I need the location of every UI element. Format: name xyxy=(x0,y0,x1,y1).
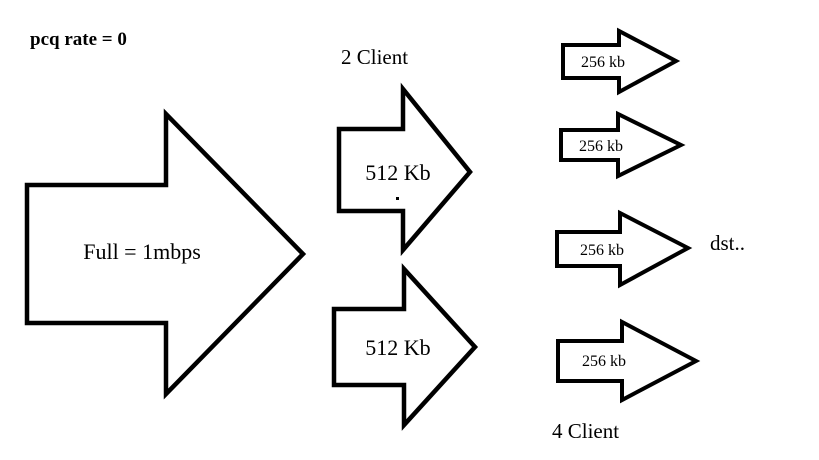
destination-label: dst.. xyxy=(710,231,745,255)
client-512kb-arrow-1[interactable] xyxy=(336,82,473,257)
client-256kb-arrow-4[interactable] xyxy=(556,318,701,404)
client-256kb-arrow-3-label: 256 kb xyxy=(580,242,624,259)
client-512kb-arrow-2-label: 512 Kb xyxy=(365,335,430,360)
client-256kb-arrow-2-group[interactable]: 256 kb xyxy=(559,110,686,180)
client-256kb-arrow-1-label: 256 kb xyxy=(581,54,625,71)
two-client-label: 2 Client xyxy=(341,45,408,69)
client-256kb-arrow-1[interactable] xyxy=(561,27,681,96)
full-bandwidth-arrow-label: Full = 1mbps xyxy=(83,239,201,264)
client-256kb-arrow-2[interactable] xyxy=(559,110,686,180)
client-512kb-arrow-1-group[interactable]: 512 Kb xyxy=(336,82,473,257)
client-256kb-arrow-1-group[interactable]: 256 kb xyxy=(561,27,681,96)
client-256kb-arrow-4-group[interactable]: 256 kb xyxy=(556,318,701,404)
client-256kb-arrow-3[interactable] xyxy=(555,209,693,289)
client-512kb-arrow-2-group[interactable]: 512 Kb xyxy=(331,263,479,431)
client-256kb-arrow-3-group[interactable]: 256 kb xyxy=(555,209,693,289)
full-bandwidth-arrow[interactable] xyxy=(24,108,307,400)
stray-dot-mark xyxy=(396,197,399,200)
client-256kb-arrow-4-label: 256 kb xyxy=(582,353,626,370)
full-bandwidth-arrow-group[interactable]: Full = 1mbps xyxy=(24,108,307,400)
client-256kb-arrow-2-label: 256 kb xyxy=(579,138,623,155)
client-512kb-arrow-1-label: 512 Kb xyxy=(365,160,430,185)
four-client-label: 4 Client xyxy=(552,419,619,443)
page-title: pcq rate = 0 xyxy=(30,29,127,50)
client-512kb-arrow-2[interactable] xyxy=(331,263,479,431)
